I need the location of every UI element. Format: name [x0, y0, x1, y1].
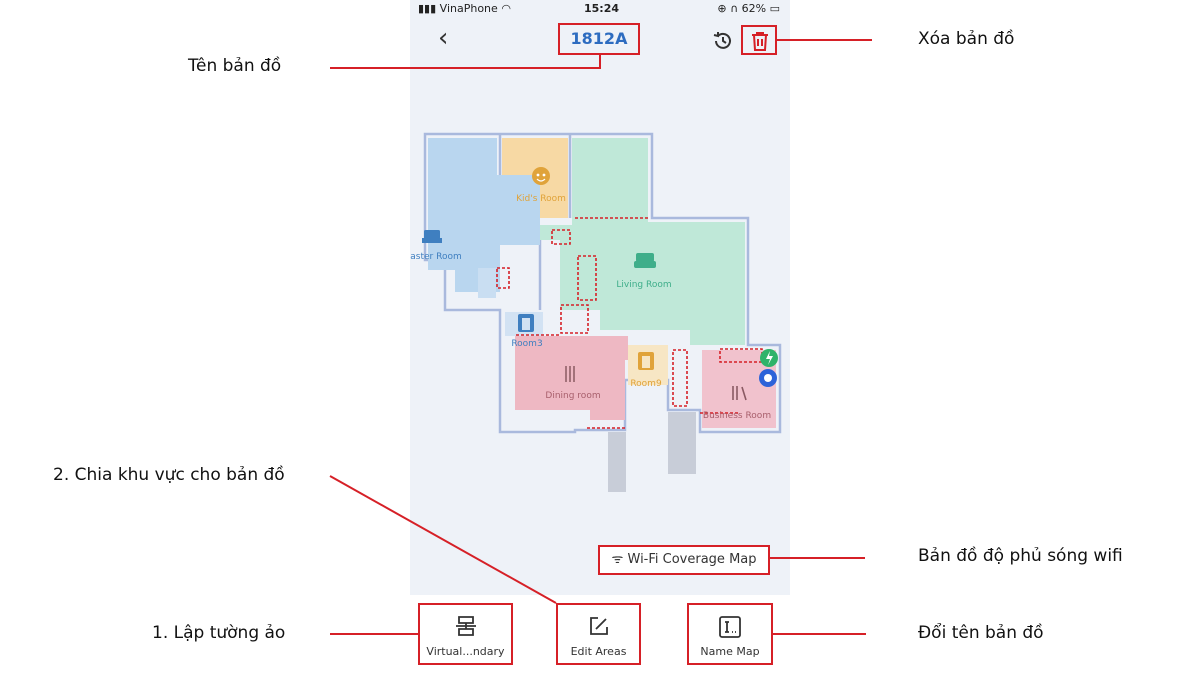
charging-dock-icon: [760, 349, 778, 367]
trash-icon: [752, 32, 768, 51]
annotation-wifi-map: Bản đồ độ phủ sóng wifi: [918, 546, 1123, 566]
door-icon: [518, 314, 534, 332]
dining-room-label: Dining room: [545, 391, 600, 401]
map-title[interactable]: 1812A: [558, 23, 640, 55]
living-room-label: Living Room: [616, 280, 671, 290]
edit-areas-label: Edit Areas: [570, 645, 627, 658]
books-icon: [732, 386, 747, 401]
kid-room-icon: [532, 167, 550, 185]
location-icon: ⊕: [717, 2, 727, 15]
headphones-icon: ∩: [730, 2, 739, 15]
wifi-icon: ᯤ: [611, 552, 624, 567]
annotation-line-wifi: [770, 557, 865, 559]
status-bar: ▮▮▮ VinaPhone ◠ 15:24 ⊕ ∩ 62% ▭: [410, 0, 790, 18]
name-map-label: Name Map: [700, 645, 760, 658]
wifi-icon: ◠: [501, 2, 511, 15]
edit-areas-button[interactable]: Edit Areas: [556, 603, 641, 665]
annotation-line-delete: [777, 39, 872, 41]
chevron-left-icon: ‹: [438, 23, 449, 53]
annotation-line-map-name-h: [330, 67, 601, 69]
rename-icon: [719, 616, 741, 638]
history-icon: [713, 32, 731, 49]
room9-label: Room9: [630, 379, 662, 389]
annotation-line-virtual-wall: [330, 633, 418, 635]
annotation-line-rename: [773, 633, 866, 635]
virtual-walls: [496, 217, 763, 429]
annotation-line-map-name-v: [599, 55, 601, 69]
status-time: 15:24: [584, 2, 620, 15]
battery-percent: 62%: [741, 2, 767, 15]
virtual-boundary-button[interactable]: Virtual...ndary: [418, 603, 513, 665]
battery-icon: ▭: [769, 2, 780, 15]
bed-icon: [422, 230, 442, 243]
sofa-icon: [634, 253, 656, 268]
signal-icon: ▮▮▮: [418, 2, 437, 15]
annotation-rename-map: Đổi tên bản đồ: [918, 623, 1044, 643]
back-button[interactable]: ‹: [438, 25, 448, 51]
name-map-button[interactable]: Name Map: [687, 603, 773, 665]
status-right: ⊕ ∩ 62% ▭: [717, 2, 780, 15]
corridor-scan: [608, 412, 696, 492]
business-room-label: Business Room: [703, 411, 771, 421]
wifi-coverage-button[interactable]: ᯤ Wi-Fi Coverage Map: [598, 545, 770, 575]
fork-knife-icon: [565, 366, 575, 382]
master-room-area[interactable]: [428, 138, 540, 298]
annotation-delete-map: Xóa bản đồ: [918, 29, 1015, 49]
living-room-area[interactable]: [540, 138, 745, 345]
floor-map[interactable]: Kid's Room aster Room Living Room Room3 …: [395, 100, 795, 500]
carrier-label: ▮▮▮ VinaPhone ◠: [418, 2, 511, 15]
edit-icon: [589, 617, 608, 635]
annotation-virtual-wall: 1. Lập tường ảo: [152, 623, 286, 643]
wifi-coverage-label: Wi-Fi Coverage Map: [627, 552, 757, 567]
virtual-wall-icon: [455, 616, 476, 636]
virtual-boundary-label: Virtual...ndary: [426, 645, 505, 658]
delete-map-button[interactable]: [741, 25, 777, 55]
kid-room-label: Kid's Room: [516, 194, 566, 204]
annotation-divide-areas: 2. Chia khu vực cho bản đồ: [53, 465, 285, 485]
history-button[interactable]: [712, 30, 734, 56]
master-room-label: aster Room: [410, 252, 461, 262]
robot-icon: [759, 369, 777, 387]
room3-label: Room3: [511, 339, 542, 349]
dining-room-area[interactable]: [515, 336, 628, 420]
annotation-map-name: Tên bản đồ: [188, 56, 282, 76]
room9-door-icon: [638, 352, 654, 370]
